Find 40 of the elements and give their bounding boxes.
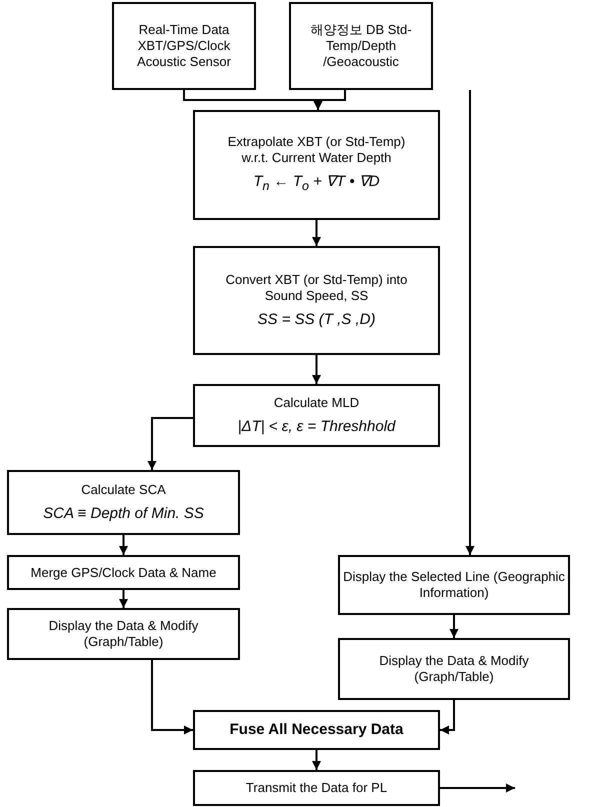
step-text: Convert XBT (or Std-Temp) into Sound Speed, SS	[224, 272, 408, 304]
formula: |ΔT| < ε, ε = Threshhold	[238, 416, 396, 436]
process-box	[338, 555, 570, 615]
step-text: 해양정보 DB Std-Temp/Depth /Geoacoustic	[309, 22, 413, 70]
arrow	[440, 700, 455, 734]
step-text: Display the Selected Line (Geographic Information)	[342, 569, 566, 601]
process-box	[193, 246, 440, 355]
process-box	[193, 710, 440, 750]
formula: SS = SS (T ,S ,D)	[258, 310, 376, 330]
process-box	[7, 555, 240, 590]
process-box	[112, 2, 256, 90]
arrow	[119, 535, 128, 555]
arrow	[314, 90, 346, 110]
arrow	[148, 417, 193, 470]
formula: T$_{n}$ ← T$_{o}$ + ∇T • ∇D	[253, 172, 380, 195]
arrow	[312, 355, 321, 384]
step-text: Calculate MLD	[274, 394, 360, 410]
arrow	[312, 220, 321, 246]
arrow	[466, 90, 474, 555]
step-text: Extrapolate XBT (or Std-Temp) w.r.t. Current Water Depth	[226, 134, 406, 166]
arrow	[151, 660, 193, 734]
process-box	[193, 770, 440, 806]
process-box	[338, 638, 570, 700]
process-box	[193, 110, 440, 220]
arrow	[440, 784, 515, 792]
step-text: Calculate SCA	[81, 482, 166, 498]
formula: SCA ≡ Depth of Min. SS	[43, 504, 204, 524]
step-text: Real-Time Data XBT/GPS/Clock Acoustic Sensor	[136, 22, 232, 70]
process-box	[7, 608, 240, 660]
step-text: Merge GPS/Clock Data & Name	[30, 564, 216, 580]
step-text: Display the Data & Modify (Graph/Table)	[378, 653, 530, 685]
arrow	[119, 590, 128, 608]
process-box	[289, 2, 433, 90]
arrow	[312, 750, 321, 770]
step-text: Transmit the Data for PL	[246, 780, 388, 796]
process-box	[193, 384, 440, 447]
process-box	[7, 470, 240, 535]
step-text: Fuse All Necessary Data	[230, 722, 404, 738]
arrow	[450, 615, 458, 638]
step-text: Display the Data & Modify (Graph/Table)	[48, 618, 200, 650]
